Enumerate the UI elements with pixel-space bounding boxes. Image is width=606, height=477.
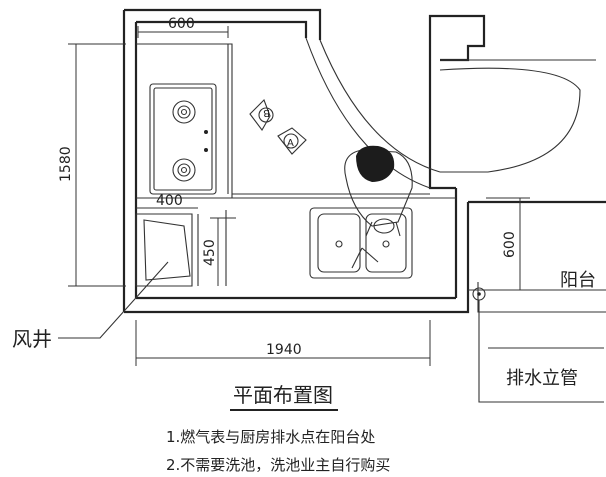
gas-stove	[149, 83, 217, 195]
dim-sink-balcony: 600	[486, 197, 530, 291]
dim-counter-width: 600	[137, 16, 229, 38]
dim-kitchen-height: 1580	[58, 43, 126, 287]
dim-600-top: 600	[168, 16, 195, 32]
dim-600-right: 600	[502, 231, 518, 258]
dim-shaft-width: 400	[136, 193, 198, 209]
dim-1580: 1580	[58, 146, 74, 182]
air-shaft-label: 风井	[12, 327, 52, 351]
note-1: 1.燃气表与厨房排水点在阳台处	[166, 428, 375, 446]
marker-b-label: B	[263, 107, 270, 118]
countertop	[136, 43, 456, 199]
door-swing	[305, 37, 596, 189]
dim-400: 400	[156, 193, 183, 209]
marker-a-label: A	[287, 138, 294, 149]
plan-title: 平面布置图	[233, 383, 333, 407]
dim-450: 450	[202, 239, 218, 266]
kitchen-walls	[122, 8, 606, 314]
view-markers: B A	[249, 99, 307, 155]
air-shaft	[58, 210, 227, 339]
person-figure	[344, 145, 413, 237]
drain-riser-label: 排水立管	[506, 368, 578, 389]
dim-1940: 1940	[266, 342, 302, 358]
dim-kitchen-length: 1940	[135, 320, 431, 366]
note-2: 2.不需要洗池，洗池业主自行购买	[166, 456, 390, 474]
balcony-label: 阳台	[560, 270, 596, 291]
dim-shaft-depth: 450	[202, 217, 236, 286]
double-sink	[309, 207, 413, 279]
